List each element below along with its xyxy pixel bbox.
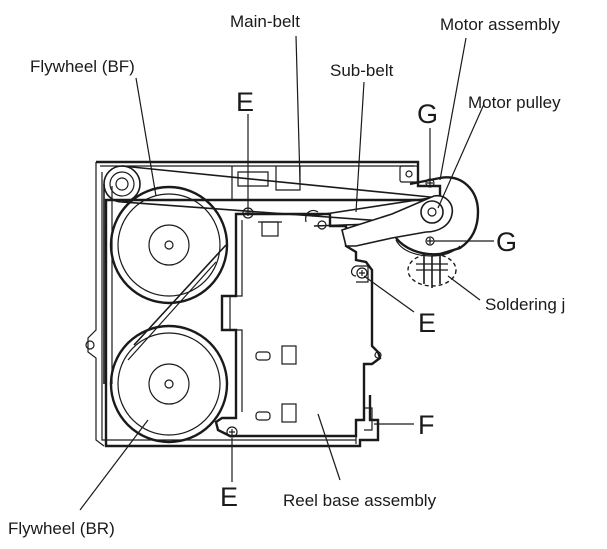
soldering-joint bbox=[407, 253, 457, 288]
marker-g-bottom: G bbox=[496, 227, 517, 257]
leader-soldering bbox=[447, 275, 481, 301]
leader-motor-assembly bbox=[439, 37, 467, 181]
labels: Main-belt Motor assembly Flywheel (BF) S… bbox=[8, 12, 565, 538]
label-reel-base: Reel base assembly bbox=[283, 491, 437, 510]
marker-f: F bbox=[418, 410, 435, 440]
label-soldering: Soldering j bbox=[485, 295, 565, 314]
label-sub-belt: Sub-belt bbox=[330, 61, 394, 80]
leader-e-right bbox=[363, 275, 415, 313]
leader-flywheel-bf bbox=[135, 77, 157, 197]
idler-pulley bbox=[103, 165, 141, 203]
motor-assembly bbox=[341, 176, 480, 257]
leader-main-belt bbox=[295, 35, 301, 183]
reel-base-plate bbox=[214, 212, 382, 444]
chassis-frame bbox=[85, 160, 442, 448]
marker-e-bottom: E bbox=[220, 482, 238, 512]
flywheel-bf bbox=[109, 185, 229, 305]
label-motor-pulley: Motor pulley bbox=[468, 93, 561, 112]
label-flywheel-br: Flywheel (BR) bbox=[8, 519, 115, 538]
marker-e-right: E bbox=[418, 308, 436, 338]
leader-reel-base bbox=[317, 413, 341, 481]
marker-e-top: E bbox=[236, 87, 254, 117]
label-flywheel-bf: Flywheel (BF) bbox=[30, 57, 135, 76]
screw-points bbox=[226, 207, 369, 438]
leader-flywheel-br bbox=[79, 419, 149, 511]
main-belt bbox=[103, 165, 441, 384]
label-motor-assembly: Motor assembly bbox=[440, 15, 560, 34]
leader-motor-pulley bbox=[437, 103, 485, 209]
marker-g-top: G bbox=[417, 99, 438, 129]
flywheel-br bbox=[109, 324, 229, 444]
label-main-belt: Main-belt bbox=[230, 12, 300, 31]
leader-lines bbox=[79, 35, 494, 511]
leader-sub-belt bbox=[355, 81, 365, 213]
